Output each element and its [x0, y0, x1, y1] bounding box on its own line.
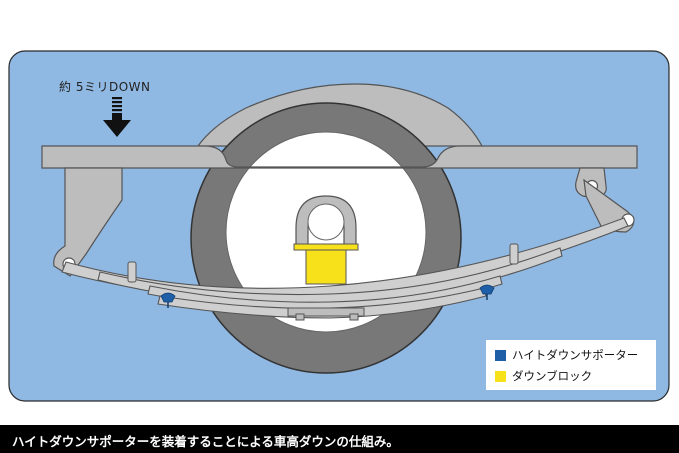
axle — [307, 203, 345, 241]
lowering-annotation: 約 5ミリDOWN — [59, 80, 151, 94]
frame-rail — [41, 145, 638, 169]
legend-label-block: ダウンブロック — [512, 369, 593, 383]
suspension-diagram — [8, 50, 670, 402]
legend: ハイトダウンサポーター ダウンブロック — [486, 340, 656, 390]
legend-label-supporter: ハイトダウンサポーター — [512, 348, 639, 362]
height-down-supporter-right — [479, 284, 495, 295]
legend-swatch-supporter — [495, 349, 506, 361]
caption-text: ハイトダウンサポーターを装着することによる車高ダウンの仕組み。 — [12, 434, 399, 449]
spring-clip-left — [127, 261, 137, 283]
legend-item-block: ダウンブロック — [495, 368, 592, 384]
leaf-spring-4 — [157, 287, 487, 319]
legend-swatch-block — [495, 370, 506, 382]
down-arrow-icon — [103, 97, 131, 137]
down-block-lip — [293, 243, 359, 251]
down-block — [305, 243, 347, 285]
u-bolt-nut-left — [295, 313, 305, 321]
front-hanger — [53, 167, 123, 277]
u-bolt-nut-right — [349, 313, 359, 321]
legend-item-supporter: ハイトダウンサポーター — [495, 347, 638, 363]
spring-clip-right — [509, 243, 519, 265]
spring-seat — [287, 307, 365, 317]
caption-bar: ハイトダウンサポーターを装着することによる車高ダウンの仕組み。 — [0, 425, 679, 453]
height-down-supporter-left — [160, 292, 176, 303]
